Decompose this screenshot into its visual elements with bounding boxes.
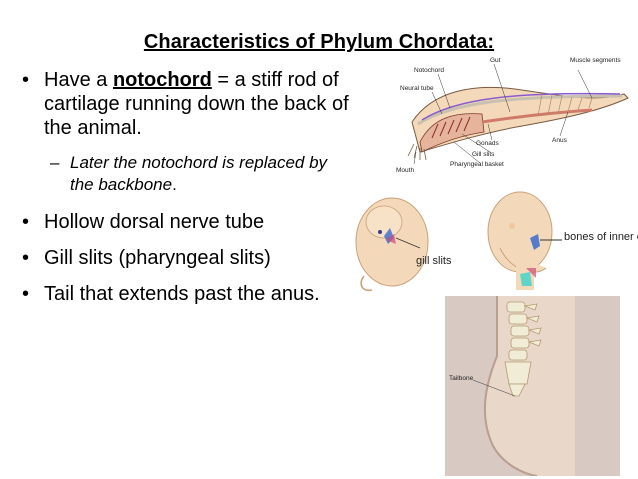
bullet-nerve-tube: Hollow dorsal nerve tube bbox=[22, 210, 352, 234]
label-neural-tube: Neural tube bbox=[400, 85, 434, 92]
bullet-text-post: = a stiff rod of cartilage running down … bbox=[44, 69, 349, 139]
bullet-text-pre: Have a bbox=[44, 69, 113, 91]
bullet-list: Have a notochord = a stiff rod of cartil… bbox=[22, 68, 352, 318]
sub-bullet-end: . bbox=[172, 175, 177, 194]
lancelet-diagram: Notochord Gut Muscle segments Neural tub… bbox=[392, 52, 632, 177]
label-anus: Anus bbox=[552, 137, 568, 144]
bullet-notochord: Have a notochord = a stiff rod of cartil… bbox=[22, 68, 352, 140]
label-notochord: Notochord bbox=[414, 67, 444, 74]
tailbone-figure: Tailbone bbox=[445, 296, 620, 476]
label-mouth: Mouth bbox=[396, 167, 414, 174]
label-pharyngeal: Pharyngeal basket bbox=[450, 161, 504, 168]
label-muscle: Muscle segments bbox=[570, 57, 621, 64]
label-gill-slits-embryo: gill slits bbox=[416, 255, 452, 267]
embryo-right bbox=[487, 191, 562, 290]
label-bones-ear: bones of inner ear bbox=[564, 231, 638, 243]
label-gill-slits: Gill slits bbox=[472, 151, 495, 158]
gill-label: gill slits bbox=[416, 255, 452, 267]
sub-bullet-backbone: Later the notochord is replaced by the b… bbox=[50, 152, 352, 196]
label-tailbone: Tailbone bbox=[449, 375, 474, 382]
bullet-text-bold: notochord bbox=[112, 69, 212, 91]
embryo-left bbox=[355, 197, 429, 292]
embryo-figure: gill slits bones of inner ear bbox=[350, 188, 638, 298]
bullet-tail: Tail that extends past the anus. bbox=[22, 282, 352, 306]
bullet-gill-slits: Gill slits (pharyngeal slits) bbox=[22, 246, 352, 270]
label-gonads: Gonads bbox=[476, 140, 500, 147]
label-gut: Gut bbox=[490, 57, 501, 64]
sub-bullet-text: Later the notochord is replaced by the b… bbox=[70, 153, 328, 194]
slide-title: Characteristics of Phylum Chordata: bbox=[143, 31, 495, 53]
